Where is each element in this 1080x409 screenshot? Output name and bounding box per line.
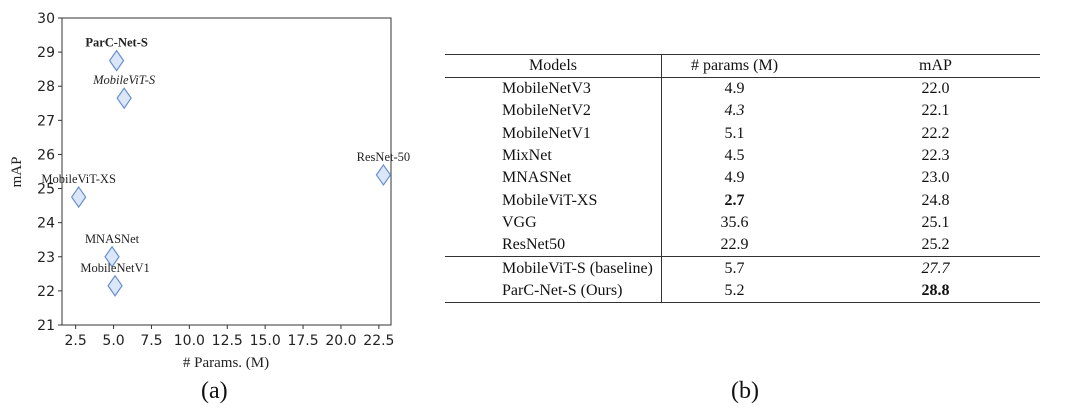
params-cell: 4.5 [724, 147, 745, 165]
table-row: MobileViT-S (baseline) 5.7 27.7 [445, 256, 1040, 280]
model-cell: MNASNet [445, 167, 662, 190]
x-tick-label: 7.5 [140, 333, 162, 349]
model-cell: MixNet [445, 144, 662, 168]
data-point-label: MobileViT-XS [41, 172, 116, 186]
data-point-marker [116, 87, 132, 110]
model-cell: ParC-Net-S (Ours) [445, 279, 662, 303]
y-tick-label: 29 [37, 45, 55, 61]
table-row: MNASNet 4.9 23.0 [445, 167, 1040, 190]
caption-b: (b) [731, 378, 759, 404]
map-cell: 25.1 [921, 213, 950, 231]
data-point-marker [104, 245, 120, 268]
params-cell: 35.6 [720, 213, 749, 231]
data-point-label: ParC-Net-S [85, 36, 148, 50]
data-point-marker [375, 163, 392, 186]
params-cell: 4.3 [724, 102, 745, 120]
y-tick-label: 27 [37, 113, 55, 129]
table-row: MobileNetV1 5.1 22.2 [445, 122, 1040, 145]
data-point-label: MobileNetV1 [80, 261, 149, 275]
x-tick-label: 17.5 [287, 333, 318, 349]
params-cell: 5.7 [724, 259, 745, 277]
map-cell: 28.8 [921, 281, 950, 299]
table-row: MixNet 4.5 22.3 [445, 144, 1040, 168]
y-tick-label: 23 [37, 250, 55, 266]
caption-a: (a) [201, 378, 228, 404]
map-cell: 27.7 [921, 259, 950, 277]
scatter-chart: 2.5 5.0 7.5 10.0 12.5 15.0 17.5 20.0 22.5 21 22 23 2… [9, 11, 410, 370]
model-cell: MobileViT-XS [445, 189, 662, 212]
data-point-marker [107, 274, 123, 297]
model-cell: MobileViT-S (baseline) [445, 256, 662, 280]
x-tick-label: 10.0 [174, 333, 205, 349]
model-cell: ResNet50 [445, 234, 662, 257]
map-cell: 23.0 [921, 169, 950, 187]
y-tick-label: 26 [37, 147, 55, 163]
params-cell: 5.1 [724, 124, 745, 142]
results-table: Models # params (M) mAP MobileNetV3 4.9 22… [445, 54, 1040, 303]
map-cell: 22.0 [921, 80, 950, 98]
header-map: mAP [919, 57, 952, 74]
x-axis-label: # Params. (M) [183, 355, 269, 370]
x-tick-label: 2.5 [65, 333, 87, 349]
table-row: ParC-Net-S (Ours) 5.2 28.8 [445, 279, 1040, 303]
table-header-row: Models # params (M) mAP [445, 54, 1040, 78]
table-row: MobileViT-XS 2.7 24.8 [445, 189, 1040, 212]
table-row: VGG 35.6 25.1 [445, 211, 1040, 235]
data-point-label: MobileViT-S [92, 73, 156, 87]
map-cell: 25.2 [921, 236, 950, 254]
y-axis-label: mAP [9, 157, 25, 188]
model-cell: MobileNetV2 [445, 100, 662, 123]
y-tick-label: 30 [37, 11, 55, 27]
x-tick-label: 22.5 [363, 333, 394, 349]
y-tick-label: 24 [37, 216, 55, 232]
x-tick-label: 5.0 [102, 333, 124, 349]
header-models: Models [445, 54, 662, 78]
model-cell: MobileNetV3 [445, 77, 662, 101]
params-cell: 2.7 [724, 191, 745, 209]
plot-frame [61, 17, 392, 326]
y-tick-label: 21 [37, 318, 55, 334]
map-cell: 24.8 [921, 191, 950, 209]
params-cell: 22.9 [720, 236, 749, 254]
data-point-label: ResNet-50 [357, 150, 410, 164]
x-tick-label: 15.0 [250, 333, 281, 349]
model-cell: VGG [445, 211, 662, 235]
data-point-marker [108, 49, 125, 72]
params-cell: 5.2 [724, 281, 745, 299]
data-point-marker [70, 186, 87, 209]
table-row: ResNet50 22.9 25.2 [445, 234, 1040, 257]
header-params: # params (M) [690, 57, 779, 74]
x-tick-label: 12.5 [212, 333, 243, 349]
y-tick-label: 22 [37, 284, 55, 300]
map-cell: 22.1 [921, 102, 950, 120]
model-cell: MobileNetV1 [445, 122, 662, 145]
y-tick-label: 28 [37, 79, 55, 95]
params-cell: 4.9 [724, 169, 745, 187]
table-row: MobileNetV2 4.3 22.1 [445, 100, 1040, 123]
data-point-label: MNASNet [85, 232, 140, 246]
map-cell: 22.2 [921, 124, 950, 142]
y-tick-label: 25 [37, 182, 55, 198]
table-row: MobileNetV3 4.9 22.0 [445, 77, 1040, 101]
params-cell: 4.9 [724, 80, 745, 98]
map-cell: 22.3 [921, 147, 950, 165]
x-tick-label: 20.0 [325, 333, 356, 349]
